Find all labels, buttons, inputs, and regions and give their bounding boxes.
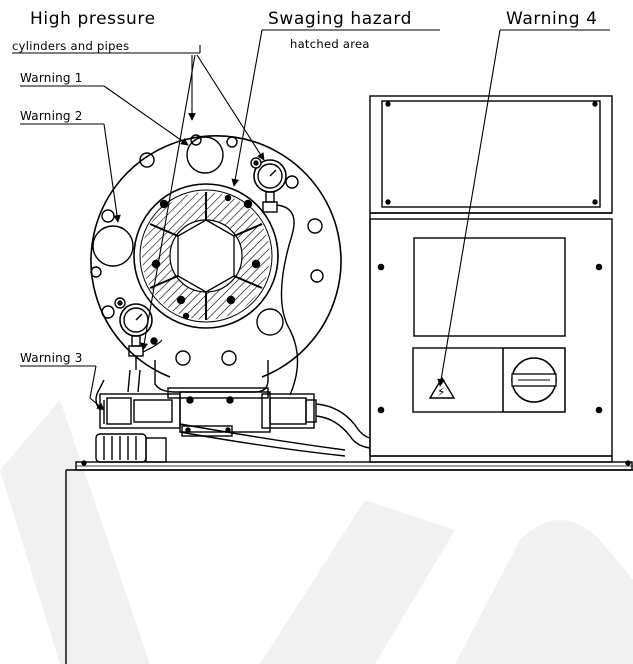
pressure-gauge-bottom (114, 297, 163, 370)
machine-base (65, 460, 633, 664)
label-warning-4: Warning 4 (506, 9, 598, 29)
watermark-shape-left (0, 400, 150, 664)
pressure-gauge-top (250, 157, 299, 396)
label-cylinders-pipes: cylinders and pipes (12, 39, 129, 53)
electrical-cabinet: ⚡ (369, 95, 613, 463)
hydraulic-cylinder-assembly (95, 369, 371, 457)
leader-lines (12, 29, 610, 411)
label-warning-3: Warning 3 (20, 351, 83, 365)
swaging-head (90, 134, 342, 378)
callout-labels: High pressure cylinders and pipes Swagin… (12, 9, 598, 365)
label-high-pressure: High pressure (30, 9, 156, 29)
label-hatched-area: hatched area (290, 37, 370, 51)
watermark-shape-middle (260, 500, 455, 664)
oil-filler-cap (95, 433, 167, 463)
watermark-shape-right (455, 520, 633, 664)
hatched-die-area (142, 192, 270, 320)
label-swaging-hazard: Swaging hazard (268, 9, 412, 29)
label-warning-1: Warning 1 (20, 71, 83, 85)
svg-text:⚡: ⚡ (437, 385, 445, 399)
label-warning-2: Warning 2 (20, 109, 83, 123)
